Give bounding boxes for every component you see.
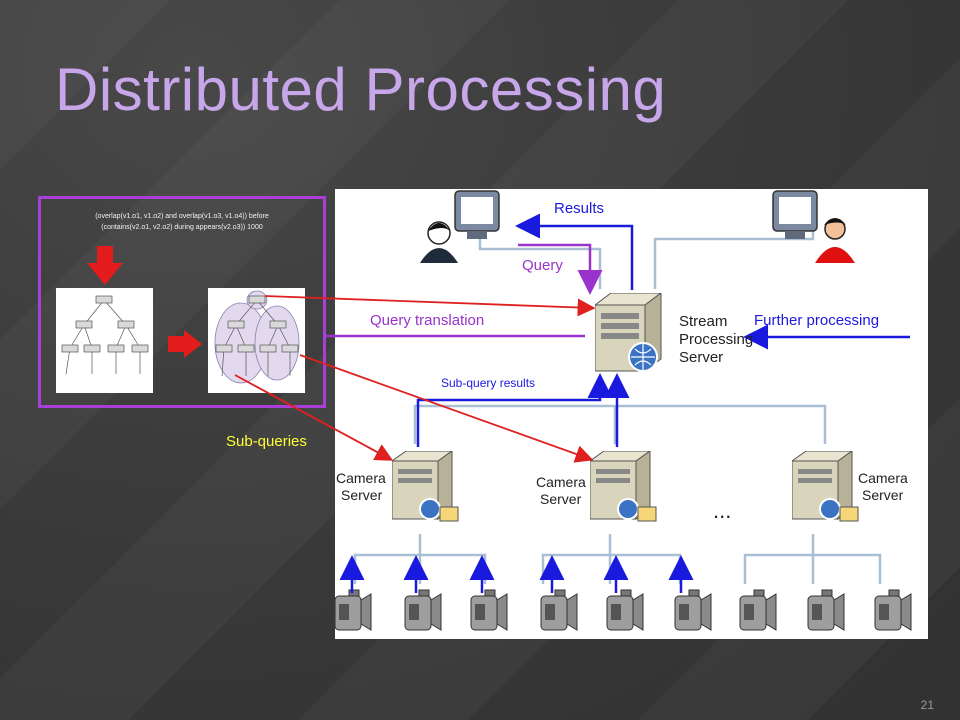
query-expression-text: (overlap(v1.o1, v1.o2) and overlap(v1.o3… bbox=[95, 213, 269, 231]
camera-server-3-label-line2: Server bbox=[862, 487, 904, 503]
stream-processing-server-icon bbox=[593, 292, 675, 383]
stream-server-label-line1: Stream bbox=[679, 313, 728, 330]
query-translation-label: Query translation bbox=[370, 312, 485, 329]
stream-server-label-line3: Server bbox=[679, 349, 724, 366]
slide-title: Distributed Processing bbox=[55, 56, 667, 123]
results-label: Results bbox=[554, 200, 605, 217]
camera-server-2-icon bbox=[588, 450, 665, 531]
query-label: Query bbox=[522, 257, 563, 274]
video-camera-icons bbox=[334, 584, 928, 639]
user-computer-right-icon bbox=[765, 189, 865, 269]
partitioned-tree-image bbox=[208, 288, 305, 393]
architecture-diagram-panel bbox=[334, 189, 928, 639]
further-processing-label: Further processing bbox=[754, 312, 880, 329]
camera-server-2-label-line1: Camera bbox=[536, 474, 586, 490]
query-tree-image bbox=[56, 288, 153, 393]
sub-queries-label: Sub-queries bbox=[226, 433, 307, 450]
sub-query-results-label: Sub-query results bbox=[441, 376, 536, 390]
query-expression-box: (overlap(v1.o1, v1.o2) and overlap(v1.o3… bbox=[38, 196, 326, 408]
translation-right-arrow-icon bbox=[168, 330, 202, 363]
more-servers-ellipsis: ... bbox=[713, 498, 732, 523]
camera-server-1-label-line1: Camera bbox=[336, 470, 386, 486]
page-number: 21 bbox=[920, 698, 934, 712]
camera-server-1-icon bbox=[390, 450, 467, 531]
camera-server-3-icon bbox=[790, 450, 867, 531]
translation-down-arrow-icon bbox=[87, 246, 123, 291]
camera-server-2-label-line2: Server bbox=[540, 491, 582, 507]
user-computer-left-icon bbox=[417, 189, 512, 269]
camera-server-3-label-line1: Camera bbox=[858, 470, 908, 486]
stream-server-label-line2: Processing bbox=[679, 331, 754, 348]
camera-server-1-label-line2: Server bbox=[341, 487, 383, 503]
